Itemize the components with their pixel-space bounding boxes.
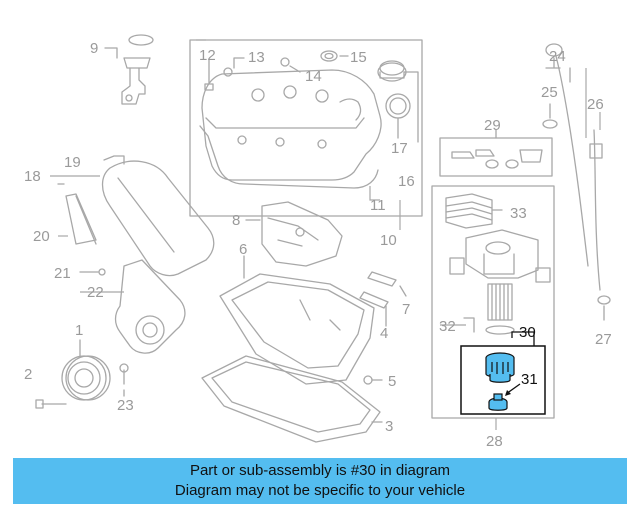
- callout-28: 28: [486, 433, 503, 450]
- callout-27: 27: [595, 331, 612, 348]
- bracket-part-7: [367, 271, 397, 287]
- callout-17: 17: [391, 140, 408, 157]
- gasket-set-part: [451, 149, 543, 169]
- callout-30: 30: [519, 324, 536, 341]
- oil-filter-element-part: [487, 283, 513, 321]
- dipstick-part: [545, 43, 589, 267]
- callout-33: 33: [510, 205, 527, 222]
- callout-29: 29: [484, 117, 501, 134]
- callout-25: 25: [541, 84, 558, 101]
- callout-10: 10: [380, 232, 397, 249]
- highlighted-oil-filter-cap-box: [460, 331, 546, 415]
- banner-line-2: Diagram may not be specific to your vehi…: [174, 482, 466, 499]
- callout-8: 8: [232, 212, 240, 229]
- valve-cover-part: [201, 69, 382, 181]
- callout-5: 5: [388, 373, 396, 390]
- callout-23: 23: [117, 397, 134, 414]
- timing-cover-lower-part: [65, 193, 97, 245]
- lower-timing-cover-part: [114, 259, 186, 354]
- lower-oil-pan-part: [201, 355, 381, 443]
- intake-manifold-part: [261, 201, 343, 267]
- oil-filter-housing-part: [465, 229, 539, 279]
- callout-14: 14: [305, 68, 322, 85]
- callout-32: 32: [439, 318, 456, 335]
- banner-line-1: Part or sub-assembly is #30 in diagram: [189, 462, 451, 479]
- crankshaft-pulley-part: [61, 355, 111, 401]
- callout-15: 15: [350, 49, 367, 66]
- callout-2: 2: [24, 366, 32, 383]
- gasket-set-box: [439, 137, 553, 177]
- diagram-notice-banner: Part or sub-assembly is #30 in diagram D…: [13, 458, 627, 504]
- oil-filler-cap-part: [377, 60, 407, 82]
- callout-4: 4: [380, 325, 388, 342]
- parts-diagram: 1 2 3 4 5 6 7 8 9 10 11 12 13 14 15 16 1…: [24, 34, 612, 450]
- callout-22: 22: [87, 284, 104, 301]
- oil-level-sensor-part: [121, 34, 154, 105]
- valve-cover-gasket-part: [199, 125, 379, 189]
- housing-sensor-part: [535, 267, 551, 283]
- callout-24: 24: [549, 48, 566, 65]
- upper-oil-pan-part: [219, 273, 375, 385]
- housing-plug-part: [449, 257, 465, 275]
- timing-cover-part: [101, 160, 215, 277]
- callout-11: 11: [370, 197, 386, 214]
- valve-cover-group-box: [189, 39, 423, 217]
- oil-filter-cap-drain-plug-part: [488, 393, 508, 411]
- callout-3: 3: [385, 418, 393, 435]
- oil-filter-housing-box: [431, 185, 555, 419]
- dipstick-tube-part: [589, 129, 603, 291]
- callout-12: 12: [199, 47, 216, 64]
- callout-13: 13: [248, 49, 265, 66]
- callout-16: 16: [398, 173, 415, 190]
- callout-31-arrowhead: [505, 390, 511, 396]
- callout-6: 6: [239, 241, 247, 258]
- callout-19: 19: [64, 154, 81, 171]
- callout-9: 9: [90, 40, 98, 57]
- callout-7: 7: [402, 301, 410, 318]
- oil-cooler-part: [445, 193, 493, 229]
- callout-26: 26: [587, 96, 604, 113]
- callout-1: 1: [75, 322, 83, 339]
- callout-21: 21: [54, 265, 71, 282]
- callout-31: 31: [521, 371, 538, 388]
- callout-20: 20: [33, 228, 50, 245]
- bracket-part-4: [359, 291, 389, 309]
- oil-filter-cap-part: [485, 352, 515, 383]
- filter-o-ring-part: [485, 325, 515, 335]
- callout-18: 18: [24, 168, 41, 185]
